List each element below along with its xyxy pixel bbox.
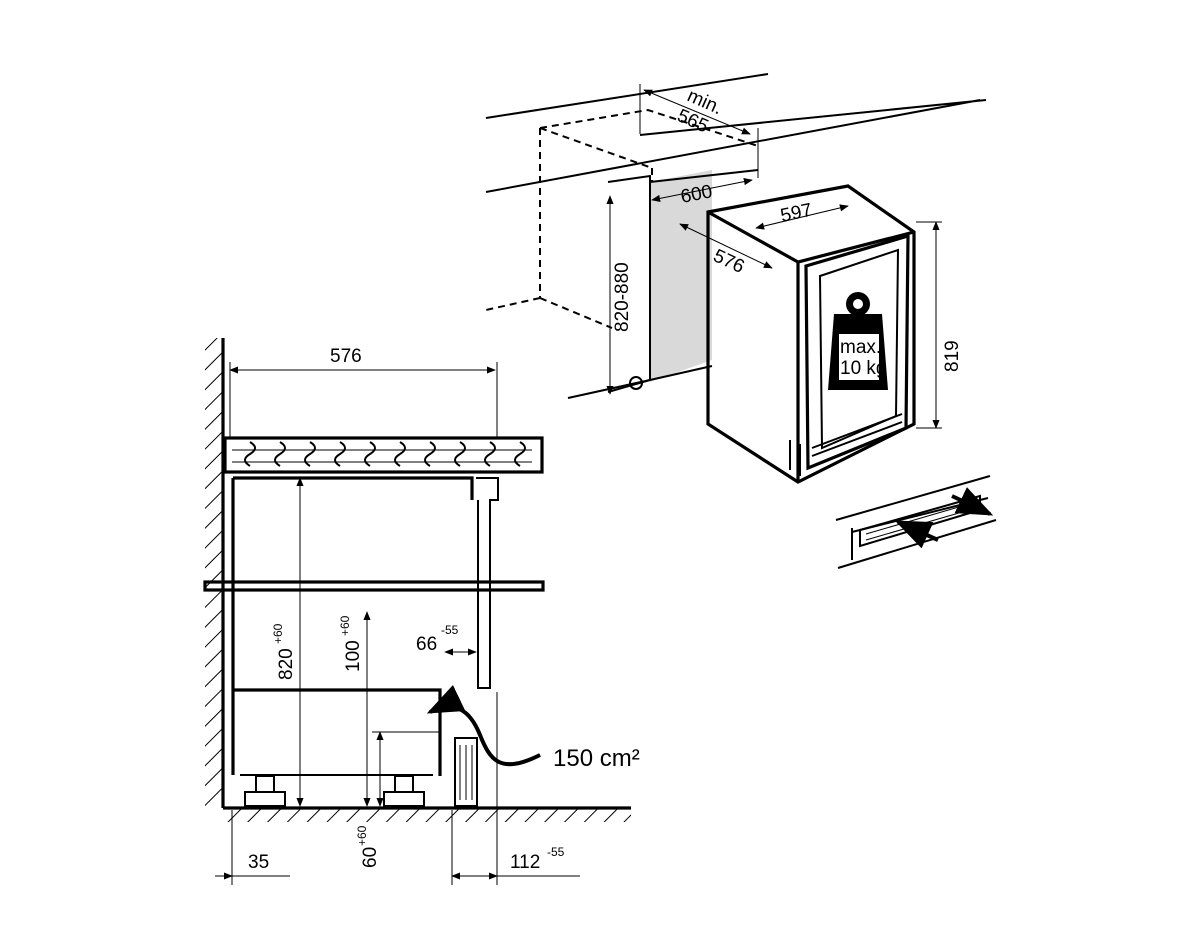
appliance-depth-label: 576 — [710, 245, 748, 277]
vent-area-label: 150 cm² — [553, 745, 640, 772]
niche-foot — [629, 376, 643, 390]
section-dimension-lines — [215, 362, 580, 885]
niche-height-label: 820-880 — [612, 262, 633, 332]
worktop — [223, 436, 544, 474]
airflow-arrow — [426, 685, 541, 767]
vent-grille-detail — [835, 475, 997, 569]
plinth-height-label: 100 — [343, 640, 364, 672]
section-height-label: 820 — [276, 648, 297, 680]
section-width-label: 576 — [330, 346, 362, 367]
plinth-depth-label: 112 — [510, 852, 540, 873]
max-load-weight-icon: max. 10 kg — [828, 292, 888, 390]
plinth-grille — [454, 737, 478, 807]
rear-foot — [244, 791, 286, 807]
wall-hatching — [205, 338, 223, 808]
niche-isometric-view: min. 565 600 820-880 — [485, 73, 987, 399]
niche-back-panel — [650, 170, 712, 382]
appliance-width-label: 597 — [779, 200, 814, 227]
plinth-depth-tolerance: -55 — [547, 845, 565, 859]
grille-arrow-out — [951, 487, 994, 516]
plinth-height-tolerance: +60 — [338, 615, 352, 636]
section-height-tolerance: +60 — [271, 623, 285, 644]
vent-gap-label: 66 — [416, 634, 437, 655]
grille-arrow-in — [894, 520, 939, 549]
vent-gap-tolerance: -55 — [441, 623, 459, 637]
side-section-view: 576 820 +60 100 +60 66 -55 60 +60 35 112… — [203, 338, 640, 885]
foot-height-label: 60 — [360, 847, 381, 868]
max-load-label-line2: 10 kg — [840, 358, 886, 379]
appliance-height-label: 819 — [942, 340, 963, 372]
foot-height-tolerance: +60 — [355, 825, 369, 846]
front-foot — [383, 791, 425, 807]
appliance-isometric-view: max. 10 kg 597 576 819 — [679, 184, 963, 484]
max-load-label-line1: max. — [840, 337, 881, 358]
floor-hatching — [223, 808, 631, 822]
front-setback-label: 35 — [248, 852, 269, 873]
